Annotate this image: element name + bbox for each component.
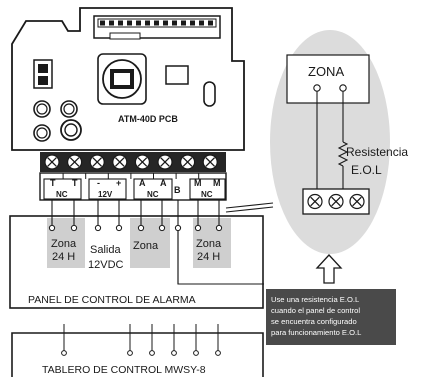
terminal-screw-icon [134, 154, 150, 170]
header-pin [181, 20, 186, 26]
zona24-right-line1: Zona [196, 238, 222, 250]
label-12v: 12V [98, 190, 113, 199]
pcb-board: ATM-40D PCB [11, 7, 245, 151]
header-pin [208, 20, 213, 26]
board-tap [193, 350, 199, 356]
wire-tap [215, 224, 223, 232]
group-nc-right [189, 178, 226, 200]
label-a1: A [139, 178, 146, 188]
note-line-2: cuando el panel de control [271, 306, 360, 315]
label-b: B [174, 185, 181, 195]
label-plus: + [116, 178, 121, 188]
detail-screw-icon [349, 193, 365, 210]
pcb-capacitors [33, 100, 82, 142]
wire-tap [48, 224, 56, 232]
detail-zona-box [286, 54, 370, 104]
detail-screw-icon [328, 193, 344, 210]
terminal-label-strip [39, 172, 227, 201]
wire-tap [137, 224, 145, 232]
terminal-screw-icon [44, 154, 60, 170]
terminal-screw-icon [89, 154, 105, 170]
header-pin [190, 20, 195, 26]
pcb-component [165, 65, 189, 85]
wire-tap [174, 224, 182, 232]
control-panel-title: PANEL DE CONTROL DE ALARMA [28, 294, 196, 306]
resistor-label-line1: Resistencia [346, 145, 408, 159]
pcb-led [203, 81, 216, 107]
wire-tap [158, 224, 166, 232]
header-pin [154, 20, 159, 26]
terminal-block [40, 152, 226, 172]
resistor-label-line2: E.O.L [351, 163, 382, 177]
board-tap [61, 350, 67, 356]
wire-tap [194, 224, 202, 232]
salida-line2: 12VDC [88, 259, 124, 271]
board-taps [61, 324, 221, 356]
detail-tap-right [339, 84, 347, 92]
wire-taps [48, 224, 223, 232]
header-pin [136, 20, 141, 26]
note-line-4: para funcionamiento E.O.L [271, 328, 361, 337]
pcb-relay [97, 53, 147, 105]
label-t2: T [72, 178, 78, 188]
wire-tap [115, 224, 123, 232]
group-12v [88, 178, 127, 200]
header-pin [118, 20, 123, 26]
board-box [11, 332, 264, 377]
header-pin [199, 20, 204, 26]
detail-tap-left [313, 84, 321, 92]
note-line-3: se encuentra configurado [271, 317, 357, 326]
note-box [266, 289, 396, 345]
label-nc-left: NC [56, 190, 68, 199]
label-m1: M [194, 178, 202, 188]
label-a2: A [160, 178, 167, 188]
terminal-strip: T T NC - + 12V A A NC B M M NC [39, 152, 227, 201]
header-pin [100, 20, 105, 26]
detail-screw-icon [307, 193, 323, 210]
header-pin [145, 20, 150, 26]
wire-tap [94, 224, 102, 232]
note-line-1: Use una resistencia E.O.L [271, 295, 359, 304]
terminal-screw-icon [112, 154, 128, 170]
label-t1: T [50, 178, 56, 188]
terminal-screw-icon [66, 154, 83, 170]
board-tap [149, 350, 155, 356]
label-m2: M [213, 178, 221, 188]
detail-wires [316, 89, 349, 190]
terminal-screw-icon [157, 154, 173, 170]
zona24-left-line2: 24 H [52, 251, 75, 263]
header-pin [109, 20, 114, 26]
header-pin [127, 20, 132, 26]
board-tap [171, 350, 177, 356]
control-panel-box [9, 215, 264, 309]
header-pin [163, 20, 168, 26]
zona-mid-label: Zona [133, 240, 159, 252]
pcb-label: ATM-40D PCB [118, 114, 178, 124]
board-title: TABLERO DE CONTROL MWSY-8 [42, 364, 206, 376]
terminal-screw-icon [180, 154, 196, 170]
pcb-jumper [33, 59, 53, 89]
terminal-screw-icon [202, 154, 218, 170]
board-tap [127, 350, 133, 356]
salida-line1: Salida [90, 244, 121, 256]
group-nc-mid [133, 178, 173, 200]
pcb-header [93, 15, 221, 40]
zona24-left-line1: Zona [51, 238, 77, 250]
label-minus: - [97, 178, 100, 188]
wire-tap [70, 224, 78, 232]
zona24-right-line2: 24 H [197, 251, 220, 263]
board-tap [215, 350, 221, 356]
label-nc-right: NC [201, 190, 213, 199]
group-nc-left [43, 178, 82, 200]
arrow-up-icon [315, 254, 343, 284]
header-pin [172, 20, 177, 26]
label-nc-mid: NC [147, 190, 159, 199]
detail-zona-title: ZONA [308, 64, 344, 79]
